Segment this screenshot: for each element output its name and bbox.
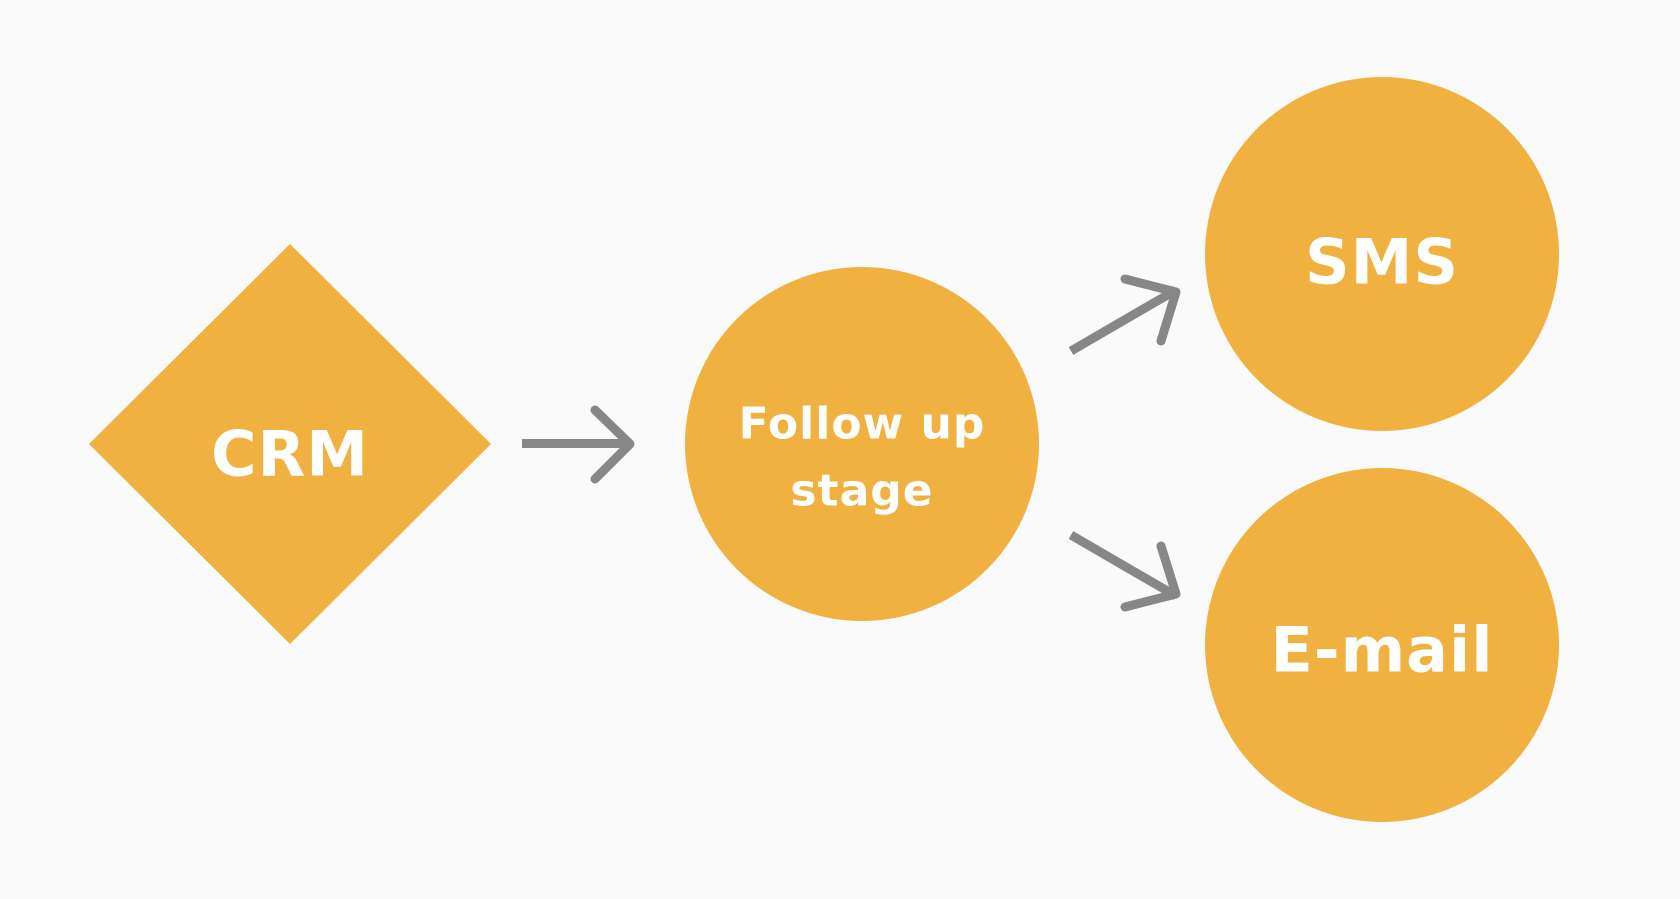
arrow-shaft [1068,286,1179,355]
arrow-shaft [1068,531,1179,600]
arrow-follow-up-to-email [1068,531,1181,612]
node-email: E-mail [1205,468,1559,822]
follow-up-circle-shape [685,267,1039,621]
node-sms: SMS [1205,77,1559,431]
arrow-head [1120,274,1181,346]
arrow-follow-up-to-sms [1068,274,1181,355]
email-circle-shape [1205,468,1559,822]
email-label: E-mail [1270,614,1493,687]
sms-label: SMS [1305,226,1459,299]
crm-diamond-shape [89,244,491,644]
arrow-crm-to-follow-up [522,405,635,484]
follow-up-label-line1: Follow up [739,399,986,450]
node-crm: CRM [89,244,491,644]
sms-circle-shape [1205,77,1559,431]
node-follow-up-stage: Follow up stage [685,267,1039,621]
follow-up-label-line2: stage [790,466,933,517]
crm-label: CRM [211,418,369,491]
arrow-head [590,405,635,484]
arrow-head [1120,541,1181,612]
